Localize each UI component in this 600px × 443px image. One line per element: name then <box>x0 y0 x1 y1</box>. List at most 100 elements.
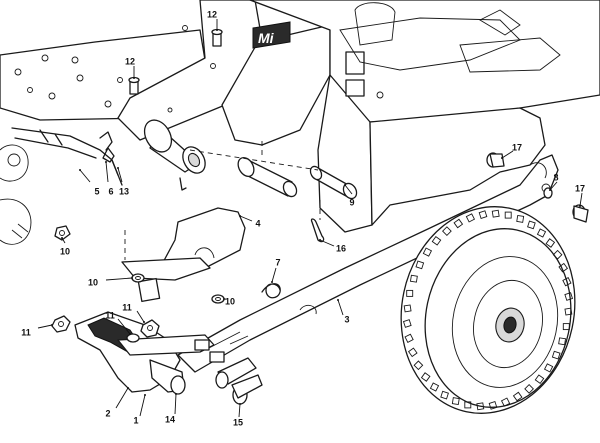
callout-leader-end <box>144 394 146 396</box>
tread-block <box>404 333 414 343</box>
hitch-pin <box>215 357 263 405</box>
part-callout-label: 17 <box>575 183 585 193</box>
callout-leader <box>239 215 253 222</box>
brand-stamp: Mi <box>252 21 291 49</box>
part-callout-label: 17 <box>512 142 522 152</box>
tread-block <box>406 289 414 297</box>
tread-block <box>500 397 511 407</box>
tread-block <box>407 347 418 358</box>
callout-leader-end <box>239 403 241 405</box>
tread-block <box>464 401 472 409</box>
callout-leader <box>174 393 177 415</box>
callout-leader <box>37 324 53 329</box>
callout-leader-end <box>501 157 503 159</box>
tread-block <box>543 363 554 373</box>
engine-housing <box>117 0 600 233</box>
tread-block <box>451 397 460 406</box>
tread-block <box>431 235 442 246</box>
callout-leader-end <box>61 237 63 239</box>
callout-leader <box>117 167 123 183</box>
tread-block <box>545 238 556 248</box>
callout-leader-end <box>579 205 581 207</box>
callout-leader-end <box>129 333 131 335</box>
part-callout-label: 2 <box>105 408 110 418</box>
part-callout-label: 10 <box>225 296 235 306</box>
callout-leader <box>238 403 241 418</box>
tread-block <box>403 304 412 313</box>
callout-leader <box>79 169 91 183</box>
tread-block <box>488 401 498 410</box>
part-callout-label: 15 <box>233 417 243 427</box>
callout-leader-end <box>127 387 129 389</box>
tread-block <box>564 292 574 301</box>
tread-block <box>534 374 545 385</box>
tread-block <box>558 337 567 346</box>
part-callout-label: 5 <box>94 186 99 196</box>
part-callout-label: 10 <box>60 246 70 256</box>
pivot-shaft <box>143 119 206 174</box>
callout-leader <box>501 150 514 159</box>
small-hardware <box>51 28 589 343</box>
callout-leader-end <box>105 161 107 163</box>
tread-block <box>478 210 488 219</box>
callout-leader-end <box>131 277 133 279</box>
tread-block <box>429 382 440 392</box>
callout-leader-end <box>344 184 346 186</box>
part-callout-label: 3 <box>344 314 349 324</box>
tread-block <box>422 247 433 257</box>
tread-block <box>415 260 425 270</box>
tread-block <box>564 307 573 316</box>
tread-block <box>440 390 449 400</box>
tread-block <box>476 402 485 411</box>
callout-leader <box>271 267 277 283</box>
part-callout-label: 11 <box>122 302 132 312</box>
part-callout-label: 1 <box>133 415 138 425</box>
tread-block <box>491 209 500 218</box>
part-callout-label: 6 <box>108 186 113 196</box>
tread-block <box>442 226 452 236</box>
callout-leader-end <box>216 29 218 31</box>
tread-block <box>562 277 572 287</box>
tread-block <box>420 372 431 382</box>
callout-leader-end <box>271 281 273 283</box>
callout-leader-end <box>549 189 551 191</box>
callout-leader <box>136 310 145 323</box>
part-callout-label: 7 <box>275 257 280 267</box>
callout-leader-end <box>117 167 119 169</box>
tread-block <box>551 350 561 360</box>
tread-block <box>465 213 476 223</box>
mounting-bracket <box>121 207 246 303</box>
tread-block <box>552 249 563 260</box>
callout-leader-end <box>319 239 321 241</box>
tread-block <box>413 360 424 371</box>
callout-leader <box>115 387 129 409</box>
callout-leader-end <box>133 77 135 79</box>
callout-leader <box>344 184 353 195</box>
callout-leader <box>319 239 335 247</box>
part-callout-label: 12 <box>207 9 217 19</box>
part-callout-label: 14 <box>165 414 175 424</box>
tread-block <box>402 319 412 328</box>
brand-stamp-text: Mi <box>258 30 275 46</box>
part-callout-label: 9 <box>349 197 354 207</box>
tread-block <box>527 220 536 230</box>
callout-leader-end <box>175 393 177 395</box>
callout-leader <box>105 277 133 281</box>
part-callout-label: 16 <box>336 243 346 253</box>
part-callout-label: 10 <box>88 277 98 287</box>
part-callout-label: 11 <box>105 310 115 320</box>
part-callout-label: 8 <box>553 172 558 182</box>
part-callout-label: 13 <box>119 186 129 196</box>
callout-leader <box>139 394 146 417</box>
callout-leader-end <box>239 215 241 217</box>
callout-leader-end <box>51 324 53 326</box>
tread-block <box>536 228 547 238</box>
part-callout-label: 12 <box>125 56 135 66</box>
tread-block <box>453 218 464 229</box>
spring-clip <box>0 127 119 245</box>
tread-block <box>562 323 570 331</box>
tread-block <box>512 391 523 402</box>
tread-block <box>409 274 418 283</box>
